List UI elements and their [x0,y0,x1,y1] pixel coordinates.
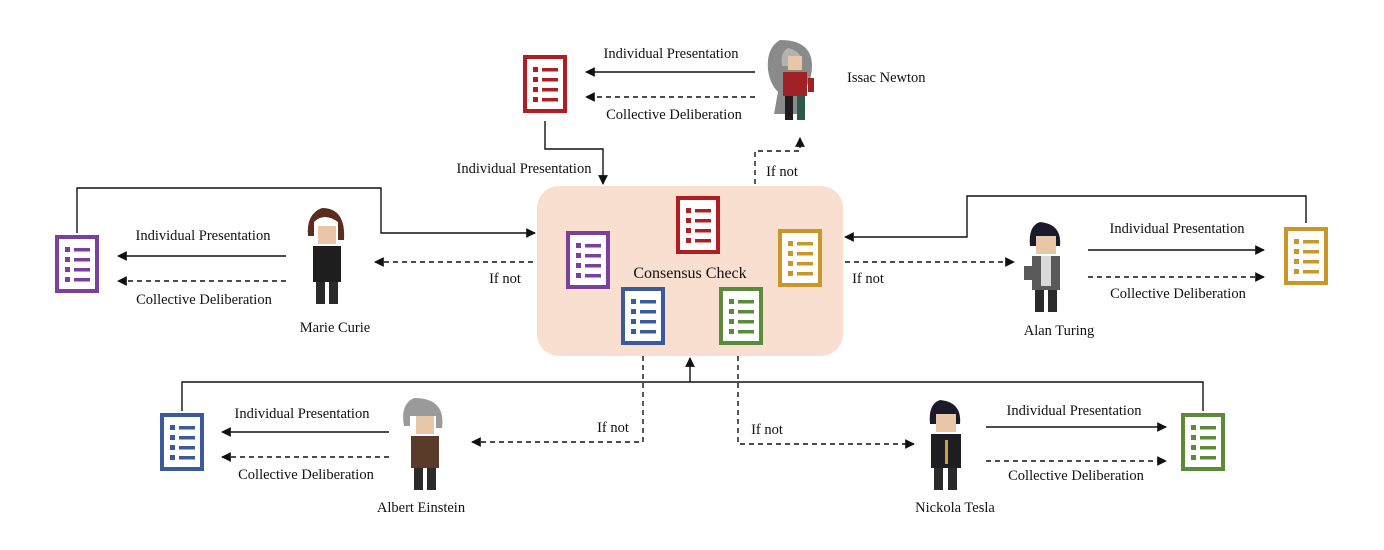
center-doc-gold [778,229,822,287]
center-doc-blue [621,287,665,345]
newton-to-center-label: Individual Presentation [457,161,593,177]
newton-collective-label: Collective Deliberation [606,107,742,123]
einstein-doc-icon [160,413,204,471]
tesla-collective-label: Collective Deliberation [1008,468,1144,484]
consensus-box [537,186,843,356]
einstein-character-icon [403,398,443,490]
curie-individual-label: Individual Presentation [136,228,272,244]
if-not-einstein: If not [597,420,629,436]
turing-individual-label: Individual Presentation [1110,221,1246,237]
newton-character-icon [767,40,814,120]
center-doc-purple [566,231,610,289]
newton-individual-label: Individual Presentation [604,46,740,62]
consensus-check-label: Consensus Check [633,265,746,282]
tesla-name: Nickola Tesla [915,500,995,516]
if-not-tesla: If not [751,422,783,438]
if-not-turing: If not [852,271,884,287]
tesla-character-icon [929,400,961,490]
curie-doc-icon [55,235,99,293]
center-doc-green [719,287,763,345]
turing-character-icon [1024,222,1061,312]
center-doc-red [676,196,720,254]
einstein-collective-label: Collective Deliberation [238,467,374,483]
newton-doc-icon [523,55,567,113]
tesla-doc-icon [1181,413,1225,471]
curie-name: Marie Curie [300,320,370,336]
einstein-name: Albert Einstein [377,500,466,516]
tesla-individual-label: Individual Presentation [1007,403,1143,419]
turing-name: Alan Turing [1024,323,1095,339]
einstein-individual-label: Individual Presentation [235,406,371,422]
if-not-newton: If not [766,164,798,180]
curie-character-icon [307,208,345,304]
newton-name: Issac Newton [847,70,926,86]
if-not-curie: If not [489,271,521,287]
turing-doc-icon [1284,227,1328,285]
turing-collective-label: Collective Deliberation [1110,286,1246,302]
curie-collective-label: Collective Deliberation [136,292,272,308]
